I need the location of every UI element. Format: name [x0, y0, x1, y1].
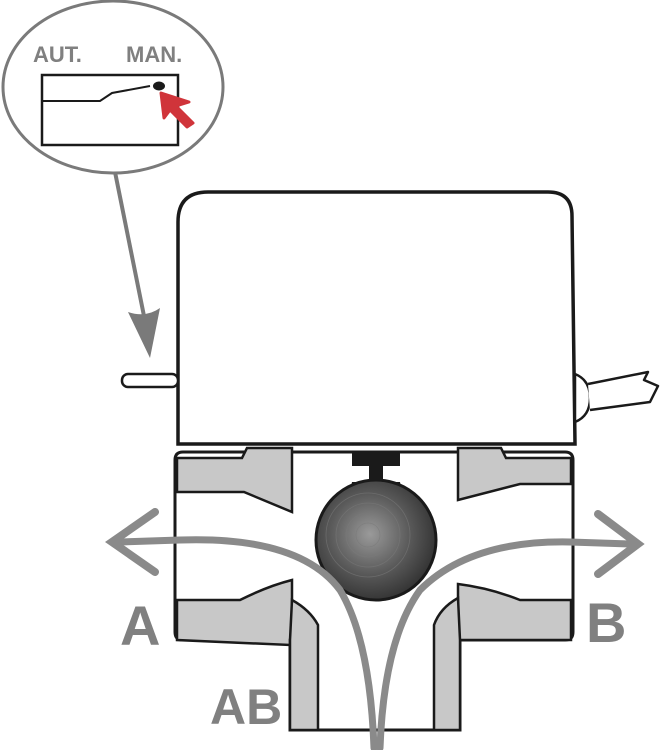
valve-ball — [314, 478, 438, 602]
switch-knob — [153, 81, 165, 91]
switch-contact — [42, 85, 151, 102]
inset-label-auto: AUT. — [33, 42, 82, 67]
port-ab-wall-left — [288, 597, 320, 732]
pointer — [113, 171, 160, 358]
flow-to-b — [376, 538, 634, 750]
flow-arrows — [116, 536, 634, 750]
body-wall-top-left — [175, 446, 294, 514]
port-label-a: A — [120, 594, 160, 657]
actuator — [120, 190, 660, 446]
port-ab-wall-right — [432, 595, 462, 732]
inset-label-manual: MAN. — [126, 42, 182, 67]
pointer-arrow-icon — [128, 308, 160, 358]
arrow-head-b-icon — [594, 510, 645, 578]
flow-to-a — [116, 536, 378, 750]
red-arrow-icon — [159, 91, 195, 129]
ball-texture — [325, 492, 411, 578]
manual-lever — [120, 372, 180, 389]
switch-inset: AUT. MAN. — [1, 0, 225, 175]
body-wall-top-right — [456, 446, 573, 502]
port-label-ab: AB — [210, 679, 282, 735]
cable-gland — [573, 372, 592, 424]
port-label-b: B — [586, 591, 626, 654]
actuator-housing — [176, 190, 577, 446]
cable — [587, 370, 660, 412]
arrow-head-a-icon — [105, 508, 159, 576]
